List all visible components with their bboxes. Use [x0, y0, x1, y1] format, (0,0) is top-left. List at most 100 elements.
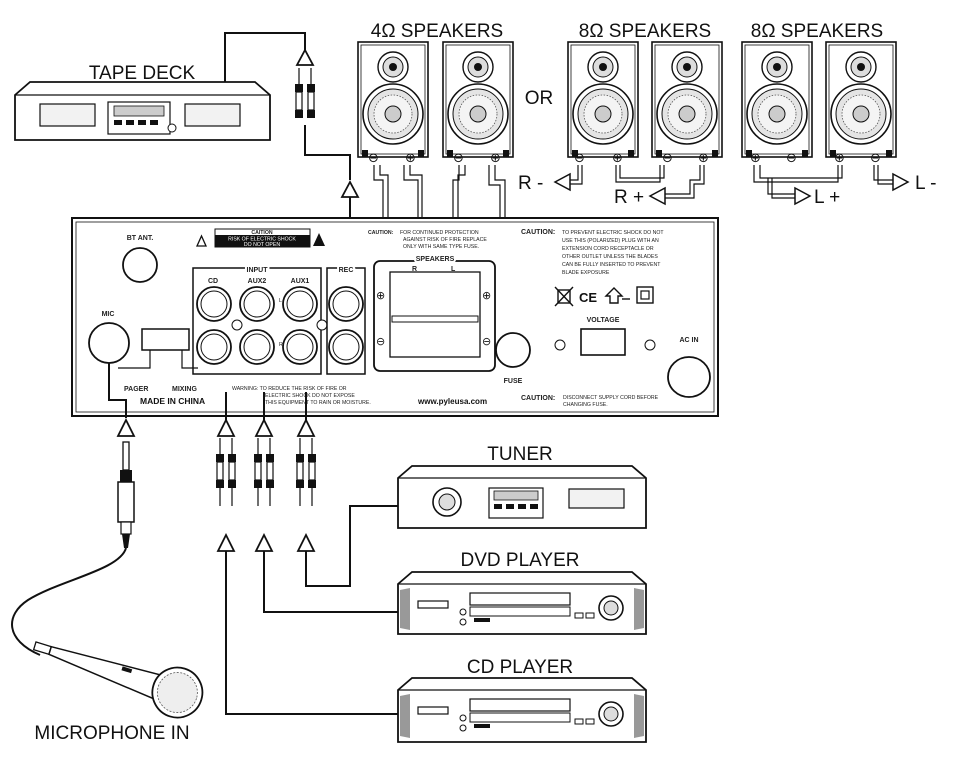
caution-plug-head: CAUTION:: [521, 229, 555, 236]
caution-label: [195, 228, 325, 248]
svg-text:⊖: ⊖: [870, 151, 881, 166]
aux2-label: AUX2: [248, 278, 267, 285]
fuse-label: FUSE: [504, 378, 523, 385]
ac-in-socket: [667, 356, 711, 398]
speaker-icon: [357, 41, 429, 158]
jack-icon: [282, 329, 318, 365]
caution-plug-4: OTHER OUTLET UNLESS THE BLADES: [562, 254, 658, 260]
bt-ant-label: BT ANT.: [127, 235, 154, 242]
caution-fuse-head: CAUTION:: [368, 230, 394, 236]
speaker-wires-8ohm-left: [753, 165, 910, 206]
cd-cable: [215, 392, 400, 715]
ce-mark-icon: CE: [579, 290, 597, 305]
certification-marks: CE: [554, 286, 654, 307]
l-plus-label: L +: [814, 187, 840, 208]
dvd-player-label: DVD PLAYER: [461, 550, 580, 571]
arrow-icon: [340, 180, 360, 198]
jack-icon: [328, 329, 364, 365]
svg-text:⊕: ⊕: [376, 289, 385, 302]
dvd-player: [397, 571, 647, 635]
pager-mixing-switch: [141, 328, 190, 351]
caution-supply-1: DISCONNECT SUPPLY CORD BEFORE: [563, 395, 659, 401]
tape-deck-label: TAPE DECK: [89, 63, 196, 84]
caution-supply-head: CAUTION:: [521, 395, 555, 402]
speakers-4ohm-label: 4Ω SPEAKERS: [371, 21, 503, 42]
warning-3: THIS EQUIPMENT TO RAIN OR MOISTURE.: [265, 400, 371, 406]
warning-1: WARNING: TO REDUCE THE RISK OF FIRE OR: [232, 386, 347, 392]
website-label: www.pyleusa.com: [417, 397, 487, 406]
panel-terminals: ⊕ ⊖ ⊕ ⊖: [376, 289, 491, 348]
svg-text:⊖: ⊖: [574, 151, 585, 166]
speaker-icon: [442, 41, 514, 158]
jack-icon: [196, 286, 232, 322]
caution-plug-5: CAN BE FULLY INSERTED TO PREVENT: [562, 262, 661, 268]
caution-fuse-2: AGAINST RISK OF FIRE REPLACE: [403, 237, 487, 243]
tape-cable-in: [304, 125, 351, 180]
caution-supply-2: CHANGING FUSE.: [563, 402, 608, 408]
svg-text:⊕: ⊕: [405, 151, 416, 166]
svg-text:⊕: ⊕: [834, 151, 845, 166]
caution-line-1: RISK OF ELECTRIC SHOCK: [228, 237, 296, 243]
jack-icon: [196, 329, 232, 365]
fuse-holder: [495, 332, 531, 368]
svg-text:⊕: ⊕: [750, 151, 761, 166]
mixing-label: MIXING: [172, 386, 197, 393]
quarter-inch-plug-icon: [117, 441, 135, 548]
caution-plug-2: USE THIS (POLARIZED) PLUG WITH AN: [562, 238, 659, 244]
caution-fuse-3: ONLY WITH SAME TYPE FUSE.: [403, 244, 479, 250]
spk-l-label: L: [451, 266, 456, 273]
mic-cable-top: [108, 363, 127, 418]
svg-text:⊕: ⊕: [612, 151, 623, 166]
arrow-icon: [116, 417, 136, 437]
aux1-label: AUX1: [291, 278, 310, 285]
svg-text:⊕: ⊕: [490, 151, 501, 166]
tape-deck: [14, 81, 271, 141]
pager-label: PAGER: [124, 386, 148, 393]
warning-bolt-icon: [195, 234, 208, 247]
cd-label: CD: [208, 278, 218, 285]
jack-icon: [239, 286, 275, 322]
caution-plug-3: EXTENSION CORD RECEPTACLE OR: [562, 246, 654, 252]
svg-text:⊖: ⊖: [376, 335, 385, 348]
l-minus-label: L -: [915, 173, 936, 194]
svg-text:⊖: ⊖: [368, 151, 379, 166]
home-use-icon: [604, 287, 624, 304]
rec-group-frame: [326, 267, 366, 375]
r-plus-label: R +: [614, 187, 644, 208]
arrow-icon: [295, 48, 315, 66]
jack-icon: [282, 286, 318, 322]
speaker-terminal-block: [389, 271, 481, 358]
ac-in-label: AC IN: [679, 337, 698, 344]
voltage-label: VOLTAGE: [587, 317, 620, 324]
bt-antenna-jack: [122, 247, 158, 283]
speaker-icon: [741, 41, 813, 158]
svg-text:⊖: ⊖: [786, 151, 797, 166]
svg-text:⊖: ⊖: [453, 151, 464, 166]
speaker-icon: [825, 41, 897, 158]
caution-line-2: DO NOT OPEN: [244, 242, 280, 248]
mic-label: MIC: [102, 311, 115, 318]
made-in-china-label: MADE IN CHINA: [140, 396, 205, 406]
jack-icon: [328, 286, 364, 322]
tuner: [397, 465, 647, 529]
speaker-terminal-frame: [373, 260, 496, 372]
cd-player-label: CD PLAYER: [467, 657, 573, 678]
rec-label: REC: [339, 267, 354, 274]
spk-r-label: R: [412, 266, 417, 273]
aux2-cable: [253, 392, 400, 613]
speakers-8ohm-label-b: 8Ω SPEAKERS: [751, 21, 883, 42]
jack-icon: [239, 329, 275, 365]
or-label: OR: [525, 88, 554, 109]
aux1-cable: [295, 392, 400, 587]
warning-exclamation-icon: [313, 233, 325, 246]
caution-plug-6: BLADE EXPOSURE: [562, 270, 610, 276]
svg-text:⊕: ⊕: [698, 151, 709, 166]
tuner-label: TUNER: [487, 444, 552, 465]
weee-bin-icon: [554, 286, 574, 307]
microphone-icon: [32, 641, 204, 719]
warning-2: ELECTRIC SHOCK DO NOT EXPOSE: [265, 393, 355, 399]
caution-title: CAITION: [251, 230, 273, 236]
caution-plug-1: TO PREVENT ELECTRIC SHOCK DO NOT: [562, 230, 664, 236]
rca-plug-icon: [294, 68, 316, 119]
